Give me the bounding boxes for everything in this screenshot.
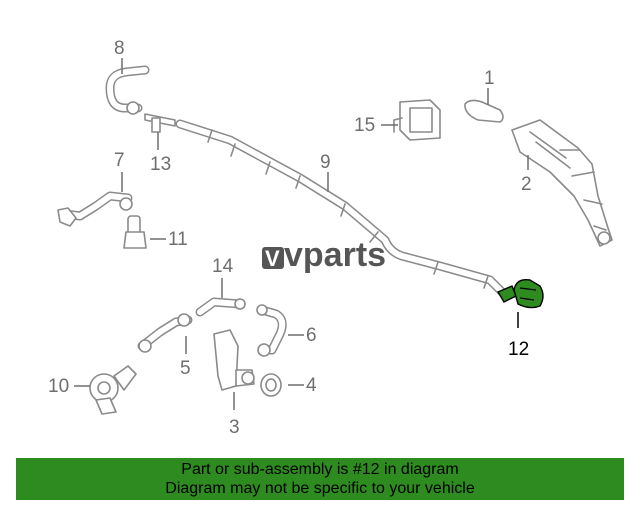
callout-14[interactable]: 14 <box>212 256 234 277</box>
part-14-hose[interactable] <box>195 297 246 317</box>
callout-6[interactable]: 6 <box>306 325 317 346</box>
banner-line-2: Diagram may not be specific to your vehi… <box>165 480 475 497</box>
callout-9[interactable]: 9 <box>320 152 331 173</box>
part-1-cap[interactable] <box>464 99 504 123</box>
callout-7[interactable]: 7 <box>114 150 125 171</box>
callout-1[interactable]: 1 <box>484 68 495 89</box>
callout-13[interactable]: 13 <box>150 154 171 175</box>
callout-5[interactable]: 5 <box>180 358 191 379</box>
callout-11[interactable]: 11 <box>168 229 188 250</box>
banner-line-1: Part or sub-assembly is #12 in diagram <box>181 461 459 478</box>
part-5-hose[interactable] <box>137 313 193 353</box>
parts-diagram: 8 13 9 15 1 2 7 <box>48 38 613 438</box>
part-15-module[interactable] <box>393 99 441 141</box>
part-8-hose[interactable] <box>105 65 150 115</box>
part-9-long-hose[interactable] <box>175 119 510 300</box>
part-12-highlighted[interactable] <box>496 279 544 309</box>
part-2-nozzle-assembly[interactable] <box>511 119 613 247</box>
vparts-logo-text: vparts <box>284 236 386 274</box>
part-10-pump-connector[interactable] <box>89 365 137 415</box>
info-banner: Part or sub-assembly is #12 in diagram D… <box>16 458 624 500</box>
vparts-logo-icon <box>262 247 284 269</box>
vparts-watermark: V vparts <box>262 236 386 274</box>
callout-3[interactable]: 3 <box>229 417 240 438</box>
part-11-valve[interactable] <box>123 215 147 249</box>
part-4-grommet[interactable] <box>260 373 282 397</box>
callout-4[interactable]: 4 <box>306 375 317 396</box>
callout-2[interactable]: 2 <box>521 174 532 195</box>
part-6-hose[interactable] <box>256 304 287 357</box>
callout-10[interactable]: 10 <box>48 376 69 397</box>
part-7-hose[interactable] <box>57 191 133 227</box>
part-13-connector[interactable] <box>144 113 176 133</box>
callout-8[interactable]: 8 <box>114 38 125 59</box>
vparts-logo-letter: V <box>265 246 280 271</box>
callout-15[interactable]: 15 <box>354 115 375 136</box>
callout-12[interactable]: 12 <box>508 339 529 360</box>
part-3-connector[interactable] <box>213 329 255 391</box>
